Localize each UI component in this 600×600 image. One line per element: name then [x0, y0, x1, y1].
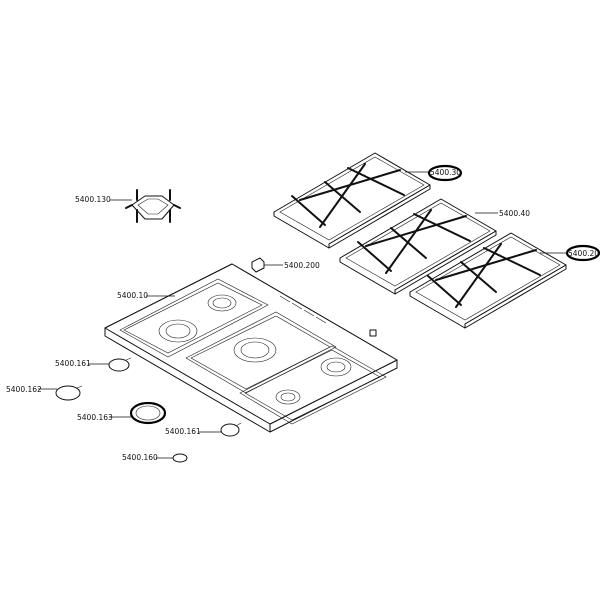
- label-5400-20: 5400.20: [568, 249, 599, 258]
- label-5400-161-a: 5400.161: [55, 359, 91, 368]
- leader-lines: [38, 171, 566, 459]
- label-5400-200: 5400.200: [284, 261, 320, 270]
- ring-163-part: [129, 401, 167, 425]
- ring-162-part: [55, 385, 83, 401]
- highlight-5400-20: [565, 244, 600, 262]
- single-pan-support-part: [125, 189, 181, 223]
- label-5400-162: 5400.162: [6, 385, 42, 394]
- highlight-5400-30: [427, 164, 463, 182]
- ring-161-a-part: [108, 357, 132, 372]
- label-5400-163: 5400.163: [77, 413, 113, 422]
- label-5400-40: 5400.40: [499, 209, 530, 218]
- label-5400-130: 5400.130: [75, 195, 111, 204]
- middle-grate-part: [339, 198, 497, 295]
- label-5400-161-b: 5400.161: [165, 427, 201, 436]
- label-5400-10: 5400.10: [117, 291, 148, 300]
- clip-part: [251, 257, 265, 273]
- bottom-grate-part: [409, 232, 567, 329]
- ring-161-b-part: [220, 422, 242, 437]
- top-grate-part: [273, 152, 431, 249]
- ring-160-part: [172, 453, 188, 463]
- hob-top-part: [104, 263, 398, 433]
- label-5400-160: 5400.160: [122, 453, 158, 462]
- label-5400-30: 5400.30: [430, 168, 461, 177]
